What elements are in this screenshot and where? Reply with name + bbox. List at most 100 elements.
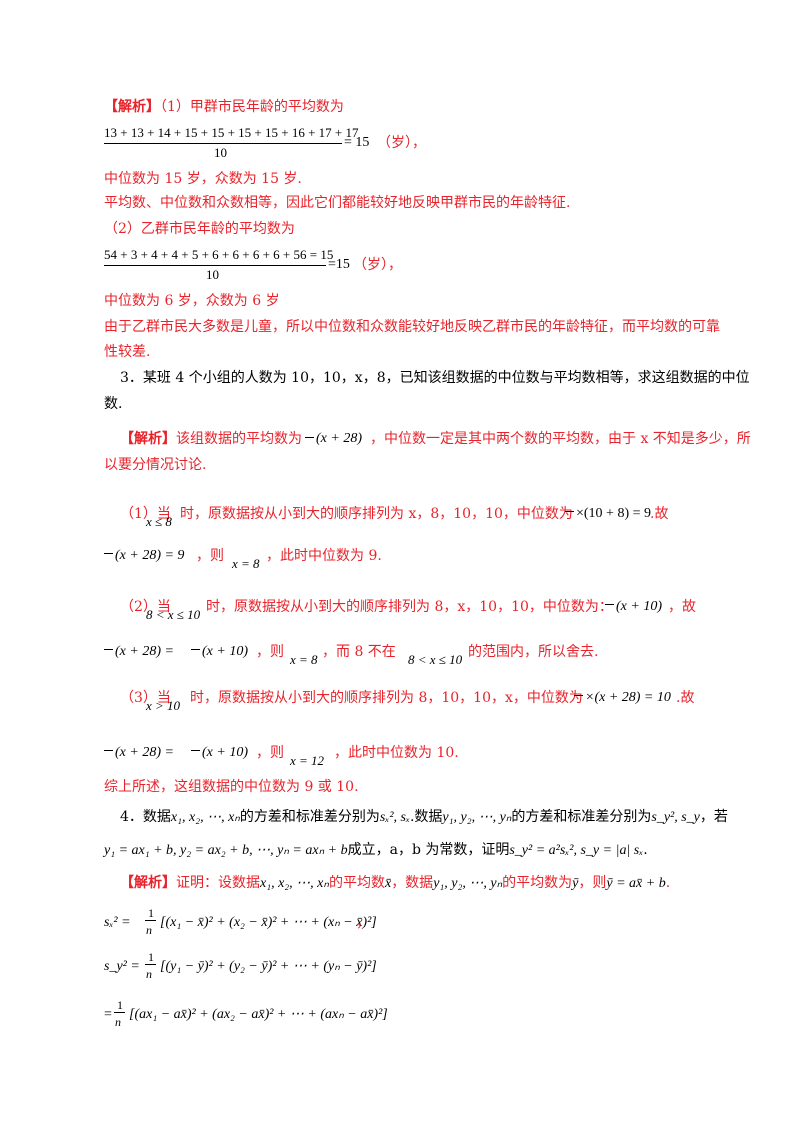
q4-sol-xbar: x̄ [384,876,392,891]
case2-val: x = 8 [290,652,318,667]
mean1-denominator: 10 [214,145,227,160]
case2-a: （2）当 [120,599,171,615]
q4-xs: x₁, x₂, ⋯, xₙ [170,810,240,825]
case1-expr: ×(10 + 8) = 9 [576,506,652,521]
case3-expr: ×(x + 28) = 10 [585,690,671,705]
q4-line2-b: . [643,842,648,858]
sol1-part1-line: 【解析】（1）甲群市民年龄的平均数为 [104,98,344,116]
part1-intro: （1）甲群市民年龄的平均数为 [160,99,344,115]
case2-f: 的范围内，所以舍去. [468,644,599,660]
q4-sol-f: . [665,875,671,891]
case2-e: ，而 8 不在 [322,644,396,660]
case2-expr: (x + 10) [616,599,662,614]
sy-body: [(y₁ − ȳ)² + (y₂ − ȳ)² + ⋯ + (yₙ − ȳ)²] [160,959,377,974]
q4-line2-a: 成立，a，b 为常数，证明 [347,842,510,858]
case2-d: ，则 [256,644,284,660]
mean2-fraction-bar [104,265,326,266]
mean2-numerator: 54 + 3 + 4 + 4 + 5 + 6 + 6 + 6 + 6 + 56 … [104,247,334,262]
case1-a: （1）当 [120,506,171,522]
q4-sol-d: 的平均数为 [502,875,573,891]
sx-frac-bar [145,920,156,921]
case3-eq-left: (x + 28) = [115,745,174,760]
sy-lhs: s_y² = [104,959,140,974]
case1-d: ，则 [196,548,224,564]
mean1-result: = 15 [344,135,370,150]
sx-lhs: sₓ² = [104,915,131,930]
q4-sol-xs: x₁, x₂, ⋯, xₙ [260,876,329,891]
case1-cond: x ≤ 8 [146,514,172,529]
q3-sol-b: ，中位数一定是其中两个数的平均数，由于 x 不知是多少，所 [370,431,751,447]
q4-ys: y₁, y₂, ⋯, yₙ [442,810,512,825]
case3-d: ，则 [256,745,284,761]
sy2-frac-bar [114,1012,125,1013]
q4-line1-e: ，若 [699,809,728,825]
case2eqr-frac-bar [191,649,200,650]
sy-frac-bar [145,964,156,965]
conclusion-1: 平均数、中位数和众数相等，因此它们都能较好地反映甲群市民的年龄特征. [104,195,571,211]
case3-cond: x > 10 [146,698,181,713]
sy2-lhs: = [104,1007,112,1022]
q4-line1-d: 的方差和标准差分别为 [511,809,652,825]
sx-frac-num: 1 [148,906,154,920]
case3-a: （3）当 [120,690,171,706]
q3-sol-a: 该组数据的平均数为 [176,431,302,447]
q4-sol-ys: y₁, y₂, ⋯, yₙ [433,876,503,891]
case1-val: x = 8 [232,556,260,571]
q4-line2-eq: y₁ = ax₁ + b, y₂ = ax₂ + b, ⋯, yₙ = axₙ … [104,843,348,858]
q4-sol-a: 证明：设数据 [176,875,260,891]
q3-summary: 综上所述，这组数据的中位数为 9 或 10. [104,779,359,795]
q4-sol-rel: ȳ = ax̄ + b [606,876,666,891]
q4-sol-b: 的平均数 [328,875,385,891]
q3-frac-bar [305,437,314,438]
case2-cond: 8 < x ≤ 10 [146,607,201,622]
q4-sx: sₓ², sₓ [379,810,410,825]
q4-sol-e: ，则 [578,875,607,891]
case3-eq-right: (x + 10) [202,745,248,760]
q3-line1: 3．某班 4 个小组的人数为 10，10，x，8，已知该组数据的中位数与平均数相… [120,370,750,386]
median-mode-1: 中位数为 15 岁，众数为 15 岁. [104,171,302,187]
case1-b: 时，原数据按从小到大的顺序排列为 x，8，10，10，中位数为 [180,506,573,522]
conclusion-2-line2: 性较差. [104,344,151,360]
case2-b: 时，原数据按从小到大的顺序排列为 8，x，10，10，中位数为： [206,599,613,615]
mean2-unit: （岁）， [353,257,402,273]
mean2-result: =15 [328,257,350,272]
case3eq-frac-bar [104,750,113,751]
q3-line2: 数. [104,396,123,412]
case3-frac-bar [574,695,583,696]
case2-frac-bar [605,604,614,605]
q4-analysis-label: 【解析】 [120,875,176,891]
case3-b: 时，原数据按从小到大的顺序排列为 8，10，10，x，中位数为 [190,690,583,706]
sx-tail: ， [356,915,370,931]
case1-c: .故 [650,506,669,522]
sy-frac-den: n [146,967,152,981]
mean1-unit: （岁）， [377,135,426,151]
sx-body: [(x₁ − x̄)² + (x₂ − x̄)² + ⋯ + (xₙ − x̄)… [160,915,377,930]
q3-analysis-label: 【解析】 [120,431,176,447]
q4-line1-c: .数据 [409,809,443,825]
q4-sol-c: ，数据 [391,875,434,891]
sy-frac-num: 1 [148,950,154,964]
case2-eq-right: (x + 10) [202,644,248,659]
case2-c: ，故 [668,599,696,615]
q4-sol-ybar: ȳ [572,876,579,891]
case2-range: 8 < x ≤ 10 [408,652,463,667]
case2eq-frac-bar [104,649,113,650]
q4-sol-line: 【解析】证明：设数据x₁, x₂, ⋯, xₙ的平均数x̄，数据y₁, y₂, … [120,874,670,893]
analysis-label: 【解析】 [104,99,160,115]
sy2-frac-den: n [115,1015,121,1029]
mean1-numerator: 13 + 13 + 14 + 15 + 15 + 15 + 15 + 16 + … [104,125,359,140]
q4-line2: y₁ = ax₁ + b, y₂ = ax₂ + b, ⋯, yₙ = axₙ … [104,841,648,860]
case1-e: ，此时中位数为 9. [266,548,382,564]
case1-eq: (x + 28) = 9 [115,548,185,563]
q4-line2-claim: s_y² = a²sₓ², s_y = |a| sₓ [509,843,644,858]
case3eqr-frac-bar [191,750,200,751]
q4-sy: s_y², s_y [651,810,700,825]
sy2-body: [(ax₁ − ax̄)² + (ax₂ − ax̄)² + ⋯ + (axₙ … [129,1007,388,1022]
case1eq-frac-bar [104,553,113,554]
case3-c: .故 [676,690,695,706]
conclusion-2-line1: 由于乙群市民大多数是儿童，所以中位数和众数能较好地反映乙群市民的年龄特征，而平均… [104,319,720,335]
case1-frac-bar [565,511,574,512]
q3-mean-expr: (x + 28) [316,431,362,446]
q3-sol-line1: 【解析】该组数据的平均数为 [120,430,302,448]
